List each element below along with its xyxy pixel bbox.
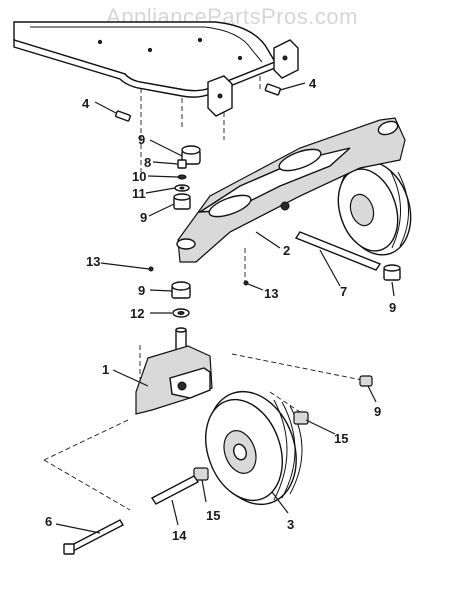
axle-7 <box>294 231 382 271</box>
washer-11 <box>174 184 190 192</box>
grease-fitting-13-right <box>243 280 249 286</box>
callout-2: 2 <box>283 243 290 258</box>
callout-4-left: 4 <box>82 96 90 111</box>
mower-deck <box>13 21 277 98</box>
assembly-lines <box>43 76 363 511</box>
callout-9-upper: 9 <box>138 132 145 147</box>
spacer-15-right <box>293 411 309 425</box>
caster-fork-1 <box>135 327 213 415</box>
washer-10 <box>177 174 187 180</box>
callout-7: 7 <box>340 284 347 299</box>
callout-15-left: 15 <box>206 508 220 523</box>
mounting-bracket-right <box>273 39 299 79</box>
bolt-6 <box>177 159 187 169</box>
callout-9-mid: 9 <box>140 210 147 225</box>
callout-5: 6 <box>45 514 52 529</box>
callout-10: 10 <box>132 169 146 184</box>
callout-6: 8 <box>144 155 151 170</box>
wheel-rear <box>337 160 412 256</box>
axle-14 <box>150 475 200 505</box>
caster-arm-2 <box>176 117 406 263</box>
bolt-4-right <box>264 83 282 96</box>
leader-lines <box>55 82 395 534</box>
callout-15-right: 15 <box>334 431 348 446</box>
spacer-8 <box>359 375 373 387</box>
callout-14: 14 <box>172 528 187 543</box>
callout-9-right: 9 <box>389 300 396 315</box>
callout-11: 11 <box>132 186 146 201</box>
callout-1: 1 <box>102 362 109 377</box>
callout-8: 9 <box>374 404 381 419</box>
bushing-9-mid <box>173 193 191 210</box>
mounting-bracket-left <box>207 75 233 117</box>
grease-fitting-13-left <box>148 266 154 272</box>
callout-13-right: 13 <box>264 286 278 301</box>
bolt-5 <box>63 519 124 555</box>
callout-labels: 4 4 9 8 10 11 9 2 13 13 7 9 12 9 1 9 15 … <box>45 76 396 543</box>
callout-9-lower: 9 <box>138 283 145 298</box>
callout-3: 3 <box>287 517 294 532</box>
spacer-15-left <box>193 467 209 481</box>
washer-12 <box>172 308 190 318</box>
bolt-4-left <box>114 110 132 122</box>
wheel-front-3 <box>205 390 303 506</box>
bushing-9-lower <box>171 281 191 299</box>
callout-4-right: 4 <box>309 76 317 91</box>
callout-13-left: 13 <box>86 254 100 269</box>
bushing-9-right <box>383 264 401 281</box>
callout-12: 12 <box>130 306 144 321</box>
